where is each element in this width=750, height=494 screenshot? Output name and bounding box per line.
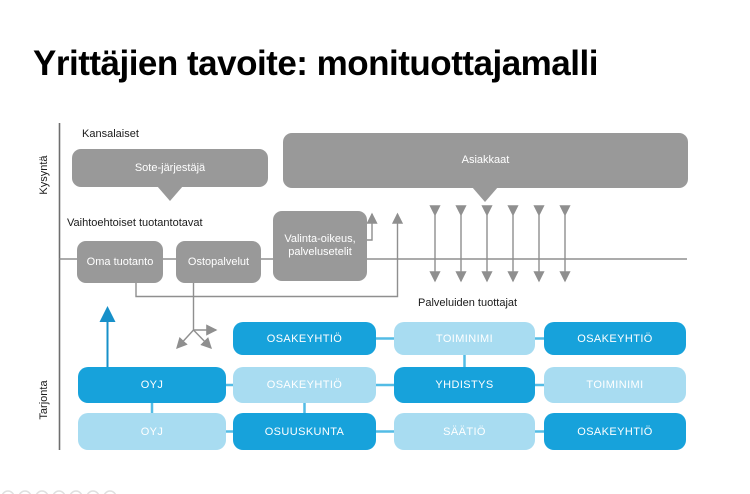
page-title: Yrittäjien tavoite: monituottajamalli <box>33 44 598 83</box>
sote-organizer-box: Sote-järjestäjä <box>72 149 268 201</box>
providers-section-label: Palveluiden tuottajat <box>418 297 518 309</box>
provider-box: OYJ <box>78 367 226 403</box>
citizens-label: Kansalaiset <box>82 128 139 140</box>
choice-voucher-box: Valinta-oikeus, palvelusetelit <box>273 211 367 281</box>
nav-dot[interactable] <box>103 490 117 494</box>
provider-box: OSAKEYHTIÖ <box>544 322 686 355</box>
nav-dot[interactable] <box>86 490 100 494</box>
axis-label-demand: Kysyntä <box>38 155 50 195</box>
provider-box: OSAKEYHTIÖ <box>233 322 376 355</box>
own-production-box: Oma tuotanto <box>77 241 163 283</box>
production-section-label: Vaihtoehtoiset tuotantotavat <box>67 217 203 229</box>
axis-label-supply: Tarjonta <box>38 380 50 420</box>
nav-dot[interactable] <box>52 490 66 494</box>
nav-dot[interactable] <box>69 490 83 494</box>
nav-dot[interactable] <box>35 490 49 494</box>
provider-box: YHDISTYS <box>394 367 535 403</box>
provider-box: OSAKEYHTIÖ <box>544 413 686 450</box>
provider-box: SÄÄTIÖ <box>394 413 535 450</box>
purchased-services-box: Ostopalvelut <box>176 241 261 283</box>
provider-box: OYJ <box>78 413 226 450</box>
provider-box: TOIMINIMI <box>394 322 535 355</box>
customer-provider-arrows <box>429 205 571 283</box>
provider-box: TOIMINIMI <box>544 367 686 403</box>
provider-box: OSUUSKUNTA <box>233 413 376 450</box>
slide-nav-dots[interactable] <box>1 490 117 494</box>
nav-dot[interactable] <box>1 490 15 494</box>
purchased-services-arrows <box>176 283 218 350</box>
nav-dot[interactable] <box>18 490 32 494</box>
provider-box: OSAKEYHTIÖ <box>233 367 376 403</box>
customers-box: Asiakkaat <box>283 133 688 202</box>
